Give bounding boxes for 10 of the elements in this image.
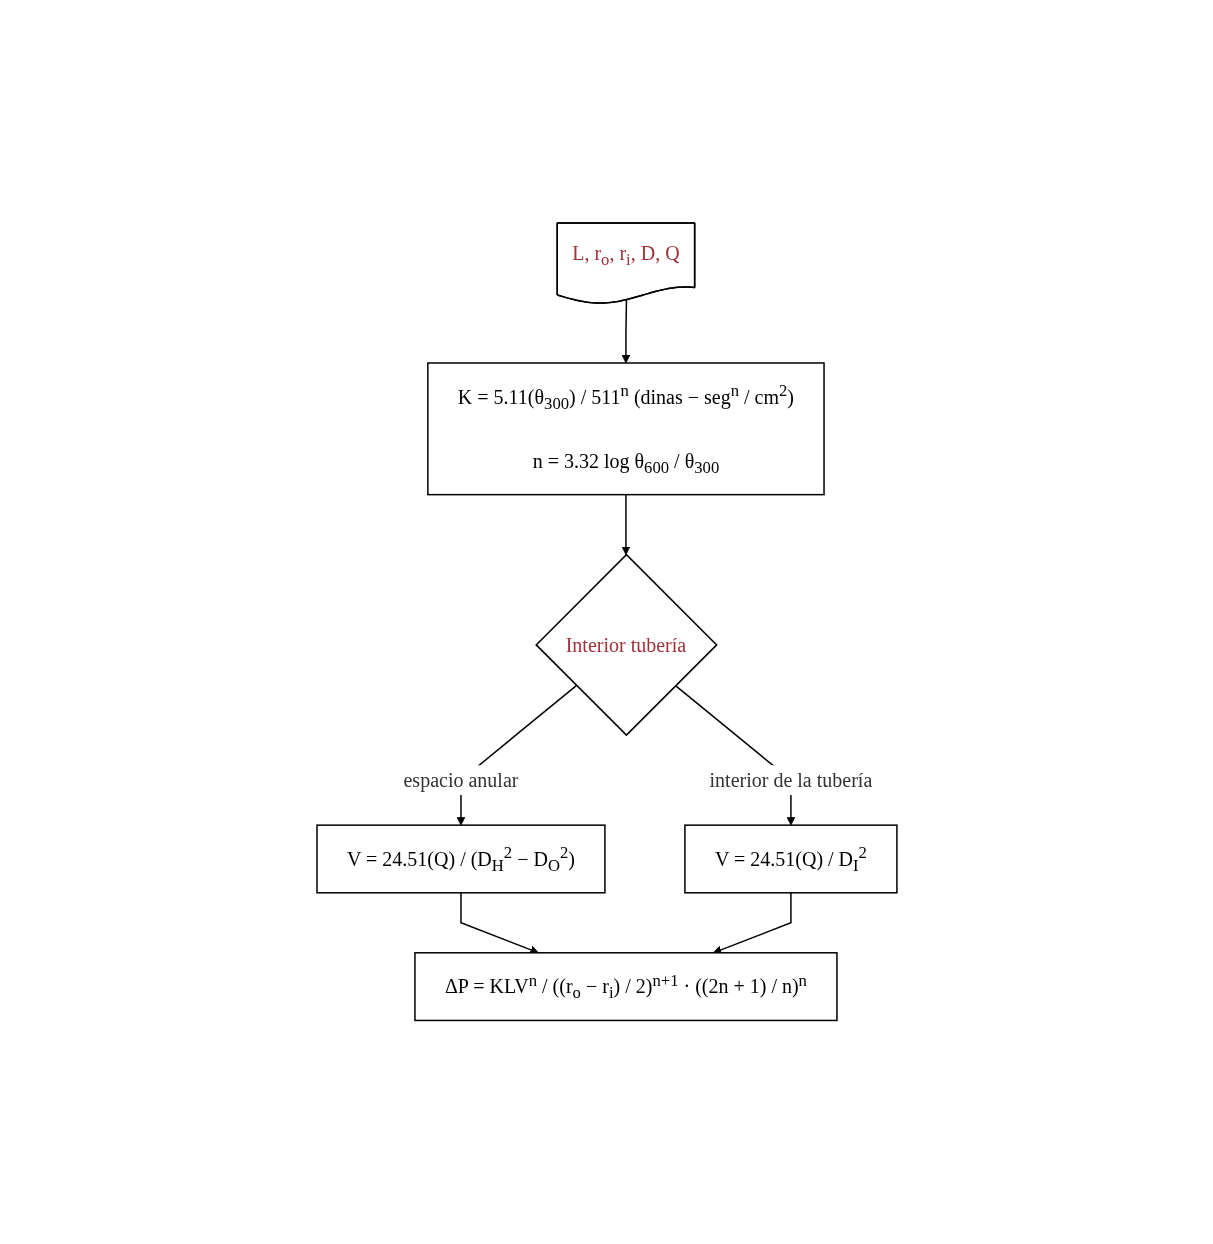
node-box: ΔP = KLV$^{n}$ / ((r$_{o}$ − r$_{i}$) / 2)$^{n+1}$ · ((2n + 1) / n)$^{n}$ [413, 952, 838, 1022]
node-box: V = 24.51(Q) / (D$_{H}$$^{2}$ − D$_{O}$$^{2}$) [315, 824, 606, 894]
edge-label: interior de la tubería [709, 769, 872, 792]
arrow [712, 892, 792, 955]
arrow [621, 494, 630, 556]
edge-label: espacio anular [403, 769, 518, 792]
node-box: K = 5.11(θ$_{300}$) / 511$^{n}$ (dinas − seg$^{n}$ / cm$^{2}$) n = 3.32 log θ$_{600}$ / θ$_{300}$ [426, 362, 825, 496]
node-diamond: Interior tubería [534, 553, 718, 737]
arrow [459, 892, 539, 955]
arrow [621, 299, 630, 364]
